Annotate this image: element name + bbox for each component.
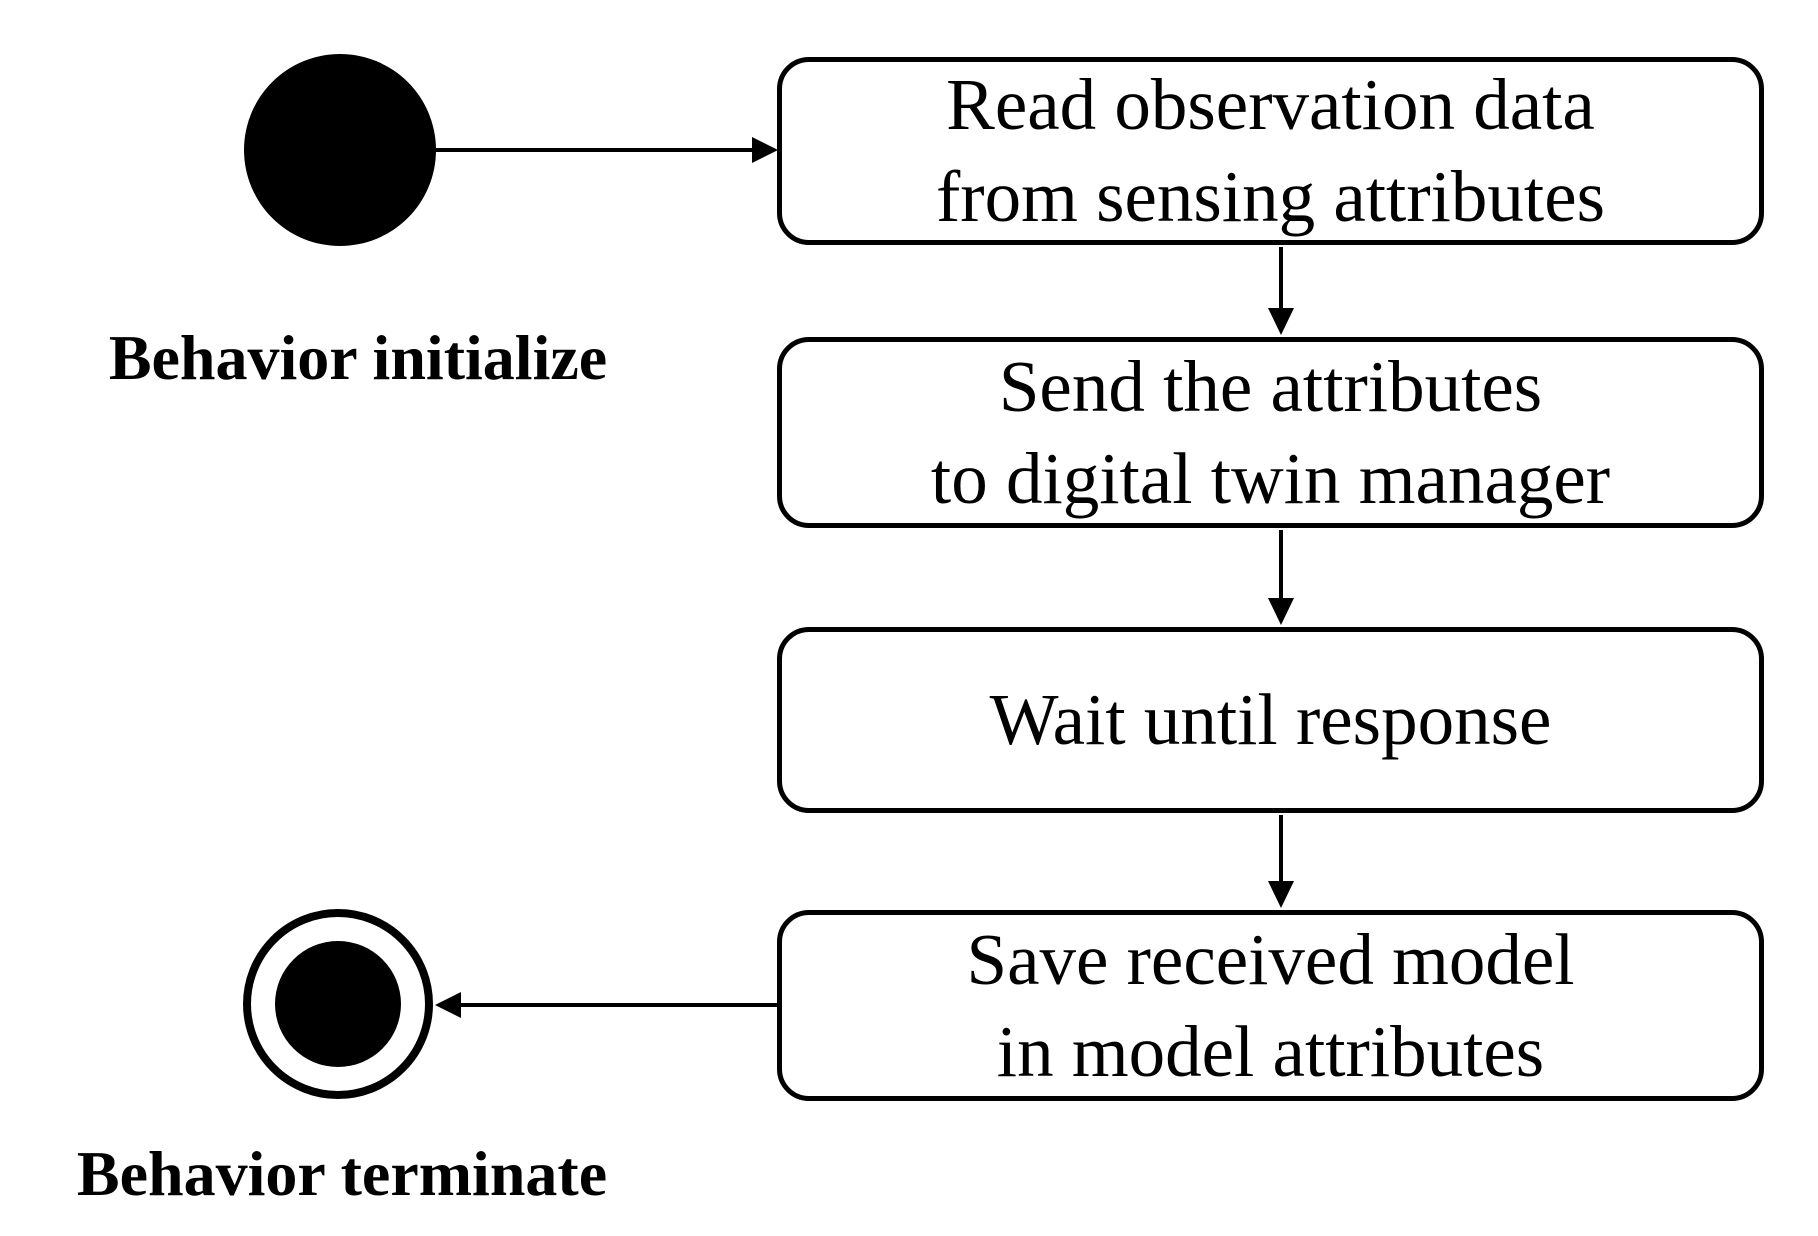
final-state-label: Behavior terminate [76, 1138, 608, 1209]
initial-state-node [244, 54, 436, 246]
activity-text-line: Read observation data [946, 64, 1595, 145]
activity-send-attributes: Send the attributes to digital twin mana… [777, 337, 1764, 528]
activity-text-line: Save received model [966, 918, 1575, 1000]
activity-read-observation: Read observation data from sensing attri… [777, 57, 1764, 245]
final-state-inner-dot [275, 941, 401, 1067]
activity-text-line: from sensing attributes [935, 156, 1606, 237]
activity-wait-response: Wait until response [777, 627, 1764, 813]
arrowhead [1268, 598, 1294, 625]
activity-text-line: Wait until response [989, 679, 1552, 760]
activity-text-line: Send the attributes [998, 345, 1543, 427]
arrow-initial-to-read [436, 137, 778, 163]
activity-text-line: in model attributes [996, 1010, 1545, 1092]
arrowhead [1268, 308, 1294, 335]
arrow-read-to-send [1268, 247, 1294, 335]
arrowhead [435, 992, 461, 1018]
activity-save-model: Save received model in model attributes [777, 910, 1764, 1101]
arrow-wait-to-save [1268, 815, 1294, 908]
activity-text-line: to digital twin manager [930, 437, 1611, 519]
arrow-save-to-final [435, 992, 777, 1018]
arrow-send-to-wait [1268, 530, 1294, 625]
arrowhead [752, 137, 778, 163]
final-state-node [243, 909, 433, 1099]
arrowhead [1268, 881, 1294, 908]
initial-state-label: Behavior initialize [108, 322, 608, 393]
